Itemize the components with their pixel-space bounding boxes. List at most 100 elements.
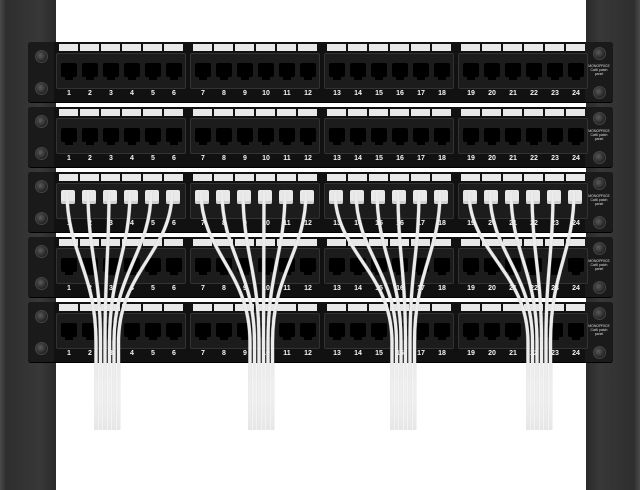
- rj45-port[interactable]: [371, 323, 387, 340]
- brand-label: MONOPRICE Cat6 patch panel: [588, 64, 610, 76]
- screw-icon: [35, 277, 48, 290]
- rj45-port[interactable]: [413, 63, 429, 80]
- port-number: 3: [109, 155, 113, 162]
- rj45-port[interactable]: [103, 128, 119, 145]
- rj45-port[interactable]: [124, 128, 140, 145]
- rj45-port[interactable]: [82, 63, 98, 80]
- rj45-port[interactable]: [434, 323, 450, 340]
- rj45-port[interactable]: [195, 128, 211, 145]
- rj45-port[interactable]: [329, 258, 345, 275]
- rj45-port[interactable]: [413, 128, 429, 145]
- rj45-port[interactable]: [300, 128, 316, 145]
- rj45-port[interactable]: [124, 323, 140, 340]
- rj45-port[interactable]: [237, 128, 253, 145]
- rj45-port[interactable]: [61, 63, 77, 80]
- rj45-port[interactable]: [103, 63, 119, 80]
- rj45-port[interactable]: [195, 258, 211, 275]
- port-label-strip: [193, 174, 317, 181]
- rj45-port[interactable]: [484, 128, 500, 145]
- rj45-port[interactable]: [434, 258, 450, 275]
- port-number: 14: [354, 285, 362, 292]
- port-number: 20: [488, 90, 496, 97]
- rj45-port[interactable]: [258, 128, 274, 145]
- patch-cable: [270, 191, 308, 430]
- port-group: [458, 313, 588, 349]
- rj45-port[interactable]: [279, 323, 295, 340]
- rj45-port[interactable]: [329, 63, 345, 80]
- rj45-port[interactable]: [463, 323, 479, 340]
- rj45-port[interactable]: [237, 63, 253, 80]
- screw-icon: [35, 115, 48, 128]
- rj45-port[interactable]: [258, 63, 274, 80]
- rj45-port[interactable]: [547, 128, 563, 145]
- rj45-port[interactable]: [350, 63, 366, 80]
- rj45-port[interactable]: [279, 63, 295, 80]
- rj45-port[interactable]: [526, 63, 542, 80]
- rj45-port[interactable]: [195, 63, 211, 80]
- rj45-port[interactable]: [505, 63, 521, 80]
- port-number: 3: [109, 90, 113, 97]
- rj45-port[interactable]: [145, 258, 161, 275]
- patch-cable: [509, 191, 539, 430]
- patch-cable: [116, 191, 174, 430]
- port-number: 4: [130, 350, 134, 357]
- patch-cable: [86, 191, 103, 430]
- port-number: 21: [509, 350, 517, 357]
- rj45-port[interactable]: [145, 63, 161, 80]
- rj45-port[interactable]: [371, 63, 387, 80]
- rj45-port[interactable]: [547, 63, 563, 80]
- rj45-port[interactable]: [166, 63, 182, 80]
- port-group: [56, 118, 186, 154]
- port-number: 6: [172, 285, 176, 292]
- rj45-port[interactable]: [258, 258, 274, 275]
- rj45-port[interactable]: [568, 63, 584, 80]
- rj45-port[interactable]: [61, 258, 77, 275]
- rj45-port[interactable]: [195, 323, 211, 340]
- rj45-port[interactable]: [568, 258, 584, 275]
- rj45-port[interactable]: [145, 323, 161, 340]
- rj45-port[interactable]: [82, 128, 98, 145]
- rj45-port[interactable]: [145, 128, 161, 145]
- rj45-port[interactable]: [350, 323, 366, 340]
- brand-label: MONOPRICE Cat6 patch panel: [588, 324, 610, 336]
- rj45-port[interactable]: [413, 323, 429, 340]
- port-number: 5: [151, 285, 155, 292]
- rj45-port[interactable]: [392, 128, 408, 145]
- rj45-port[interactable]: [434, 128, 450, 145]
- rj45-port[interactable]: [166, 258, 182, 275]
- port-number: 14: [354, 350, 362, 357]
- rj45-port[interactable]: [216, 323, 232, 340]
- rj45-port[interactable]: [392, 258, 408, 275]
- rj45-port[interactable]: [300, 258, 316, 275]
- rj45-port[interactable]: [61, 323, 77, 340]
- rj45-port[interactable]: [279, 128, 295, 145]
- rj45-port[interactable]: [434, 63, 450, 80]
- rj45-port[interactable]: [300, 63, 316, 80]
- rj45-port[interactable]: [392, 63, 408, 80]
- rj45-port[interactable]: [505, 323, 521, 340]
- rj45-port[interactable]: [568, 128, 584, 145]
- rj45-port[interactable]: [124, 63, 140, 80]
- rj45-port[interactable]: [463, 63, 479, 80]
- rj45-port[interactable]: [216, 63, 232, 80]
- rj45-port[interactable]: [329, 323, 345, 340]
- rj45-port[interactable]: [463, 128, 479, 145]
- rj45-port[interactable]: [568, 323, 584, 340]
- screw-icon: [593, 86, 606, 99]
- rj45-port[interactable]: [526, 128, 542, 145]
- rj45-port[interactable]: [61, 128, 77, 145]
- rj45-port[interactable]: [484, 63, 500, 80]
- rj45-port[interactable]: [371, 128, 387, 145]
- rj45-port[interactable]: [166, 128, 182, 145]
- rj45-port[interactable]: [329, 128, 345, 145]
- rj45-port[interactable]: [463, 258, 479, 275]
- rj45-port[interactable]: [505, 128, 521, 145]
- rj45-port[interactable]: [350, 128, 366, 145]
- rj45-port[interactable]: [216, 128, 232, 145]
- rj45-port[interactable]: [300, 323, 316, 340]
- rj45-port[interactable]: [484, 323, 500, 340]
- rj45-port[interactable]: [166, 323, 182, 340]
- port-number: 7: [201, 285, 205, 292]
- panel-ear-left: [28, 302, 54, 362]
